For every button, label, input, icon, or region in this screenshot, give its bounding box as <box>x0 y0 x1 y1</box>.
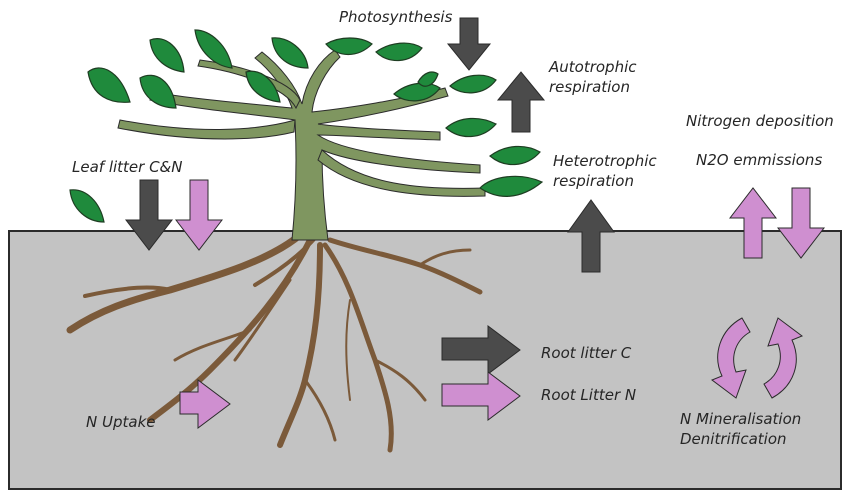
leaf <box>88 68 130 102</box>
soil-layer <box>9 231 841 489</box>
leaf <box>376 43 422 60</box>
root-litter-c-label: Root litter C <box>541 344 632 362</box>
n-uptake-label: N Uptake <box>86 413 155 431</box>
leaf <box>150 39 184 72</box>
n-mineralisation-label: N Mineralisation <box>680 410 801 428</box>
heterotrophic-label-line2: respiration <box>553 172 634 190</box>
autotrophic-label-line2: respiration <box>549 78 630 96</box>
leaf <box>480 176 542 196</box>
heterotrophic-label-line1: Heterotrophic <box>553 152 657 170</box>
leaf <box>272 38 308 68</box>
leaf <box>418 72 438 86</box>
photosynthesis-arrow <box>448 18 490 70</box>
root-litter-n-label: Root Litter N <box>541 386 636 404</box>
leaf <box>70 190 104 222</box>
n2o-emissions-label: N2O emmissions <box>696 151 822 169</box>
autotrophic-label-line1: Autotrophic <box>548 58 637 76</box>
leaf <box>140 75 176 108</box>
leaf-litter-label: Leaf litter C&N <box>72 158 182 176</box>
photosynthesis-label: Photosynthesis <box>339 8 453 26</box>
denitrification-label: Denitrification <box>680 430 787 448</box>
leaf <box>446 118 496 136</box>
leaf <box>490 146 540 164</box>
nitrogen-deposition-label: Nitrogen deposition <box>686 112 834 130</box>
autotrophic-respiration-arrow <box>498 72 544 132</box>
leaf <box>450 75 496 93</box>
